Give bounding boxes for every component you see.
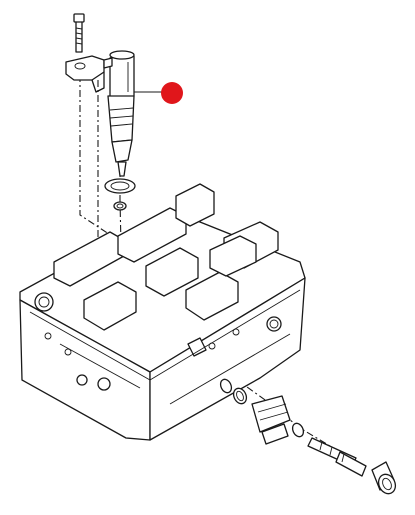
cylinder-head	[19, 183, 306, 441]
fuel-injector	[103, 50, 135, 177]
port-seal-rings	[219, 378, 248, 405]
connector-sleeve	[251, 395, 305, 445]
callout-marker	[161, 82, 183, 104]
pressure-pipe	[307, 437, 367, 477]
injector-seals	[104, 178, 136, 211]
injector-clamp	[65, 55, 105, 93]
retaining-bolt	[73, 13, 85, 53]
end-nut	[371, 461, 397, 495]
